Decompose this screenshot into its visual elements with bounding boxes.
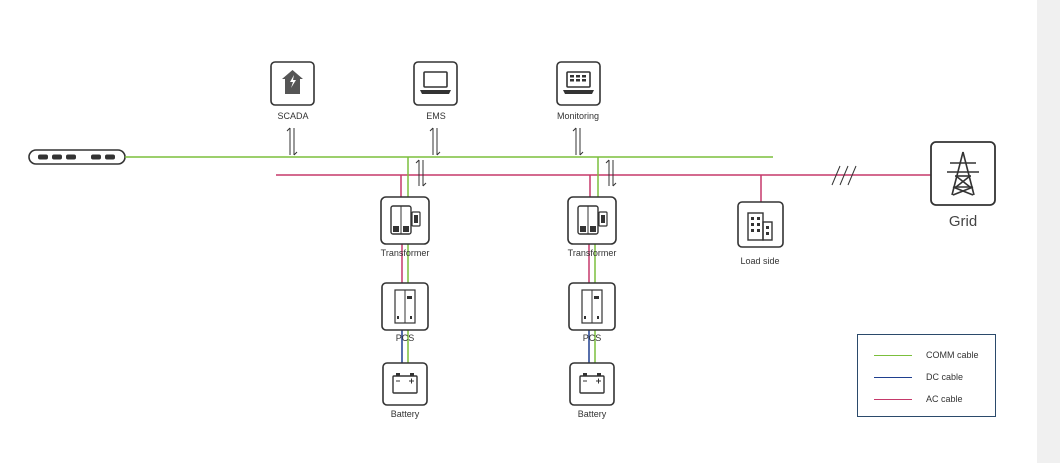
ac-bus-break-mark — [831, 165, 857, 186]
battery-icon — [382, 362, 428, 406]
transmission-tower-icon — [930, 141, 996, 206]
ems-label: EMS — [426, 111, 446, 121]
scada-label: SCADA — [277, 111, 309, 121]
battery-2-label: Battery — [577, 409, 607, 419]
laptop-icon — [413, 61, 458, 106]
comm-cable-swatch — [874, 354, 912, 356]
legend-item-ac: AC cable — [874, 393, 963, 405]
comm-arrow-branch-1 — [415, 159, 427, 187]
laptop-grid-icon — [556, 61, 601, 106]
legend-label-comm: COMM cable — [926, 350, 979, 360]
home-bolt-icon — [270, 61, 315, 106]
cabinet-icon — [567, 196, 617, 245]
monitoring-label: Monitoring — [556, 111, 600, 121]
load-side-label: Load side — [740, 256, 780, 266]
comm-arrow-monitoring — [572, 127, 584, 156]
transformer-2-label: Transformer — [567, 248, 617, 258]
cabinet-icon — [381, 282, 429, 331]
comm-arrow-scada — [286, 127, 298, 156]
cabinet-icon — [568, 282, 616, 331]
ac-cable-swatch — [874, 398, 912, 400]
side-panel — [1037, 0, 1060, 463]
network-switch-icon — [28, 149, 126, 165]
comm-arrow-branch-2 — [605, 159, 617, 187]
pcs-2-label: PCS — [582, 333, 602, 343]
transformer-1-label: Transformer — [380, 248, 430, 258]
grid-label: Grid — [948, 213, 978, 230]
cabinet-icon — [380, 196, 430, 245]
topology-diagram — [28, 61, 996, 406]
legend-item-comm: COMM cable — [874, 349, 979, 361]
comm-arrow-ems — [429, 127, 441, 156]
pcs-1-label: PCS — [395, 333, 415, 343]
battery-1-label: Battery — [390, 409, 420, 419]
battery-icon — [569, 362, 615, 406]
building-icon — [737, 201, 784, 248]
legend-label-ac: AC cable — [926, 394, 963, 404]
legend-label-dc: DC cable — [926, 372, 964, 382]
legend-item-dc: DC cable — [874, 371, 963, 383]
dc-cable-swatch — [874, 376, 912, 378]
legend: COMM cable DC cable AC cable — [857, 334, 996, 417]
